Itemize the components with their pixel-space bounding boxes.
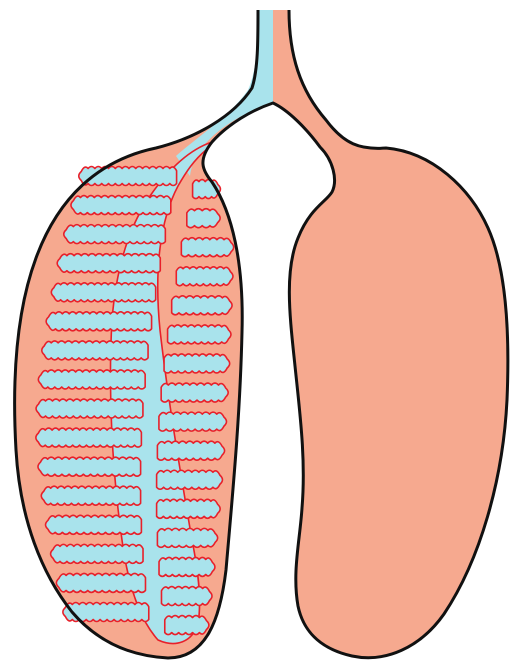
right-alveolar-lobule xyxy=(157,441,224,460)
right-alveolar-lobule xyxy=(157,499,221,518)
left-alveolar-lobule xyxy=(38,370,145,389)
right-alveolar-lobule xyxy=(164,354,230,373)
right-alveolar-lobule xyxy=(161,383,228,402)
right-alveolar-lobule xyxy=(159,412,227,431)
right-alveolar-lobule xyxy=(157,470,223,489)
left-alveolar-lobule xyxy=(36,428,142,447)
left-alveolar-lobule xyxy=(41,486,140,505)
right-alveolar-lobule xyxy=(157,528,217,547)
left-alveolar-lobule xyxy=(42,341,148,360)
right-alveolar-lobule xyxy=(159,557,215,576)
right-alveolar-lobule xyxy=(161,587,212,606)
right-alveolar-lobule xyxy=(176,267,233,286)
right-alveolar-lobule xyxy=(187,209,220,228)
left-alveolar-lobule xyxy=(64,225,166,244)
left-alveolar-lobule xyxy=(46,515,142,534)
left-alveolar-lobule xyxy=(36,399,143,418)
left-alveolar-lobule xyxy=(38,457,141,476)
right-alveolar-lobule xyxy=(181,238,233,257)
left-alveolar-lobule xyxy=(51,283,155,302)
left-alveolar-lobule xyxy=(46,312,151,331)
left-alveolar-lobule xyxy=(57,254,160,273)
left-alveolar-lobule xyxy=(71,196,171,215)
left-alveolar-lobule xyxy=(56,573,145,592)
right-alveolar-lobule xyxy=(172,296,232,315)
left-alveolar-lobule xyxy=(63,603,149,622)
left-alveolar-lobule xyxy=(51,544,143,563)
right-alveolar-lobule xyxy=(168,325,231,344)
right-alveolar-lobule xyxy=(165,616,209,635)
